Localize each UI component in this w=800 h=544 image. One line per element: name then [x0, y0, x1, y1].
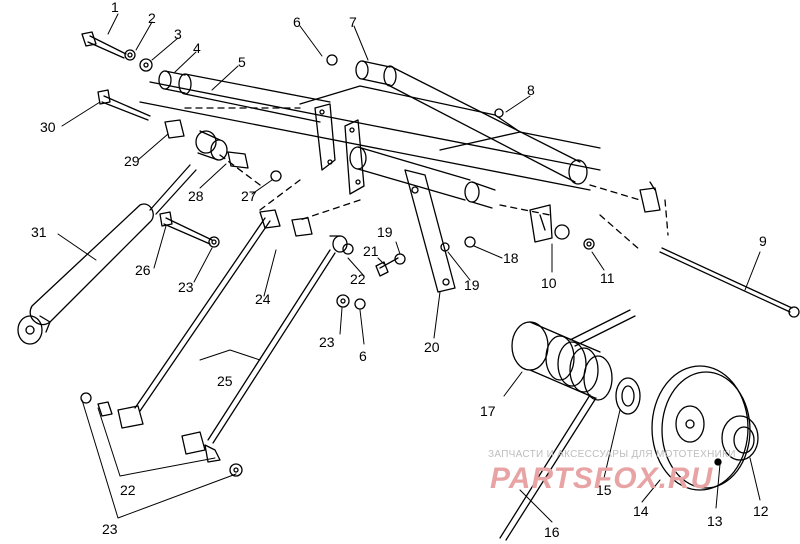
- hub-bearing: [714, 415, 759, 466]
- callout-30: 30: [40, 119, 56, 135]
- callout-4: 4: [193, 40, 201, 56]
- front-axle-tube: [158, 70, 331, 123]
- callout-24: 24: [255, 291, 271, 307]
- callout-7: 7: [349, 14, 357, 30]
- callout-22-lower: 22: [120, 482, 136, 498]
- long-bolt: [659, 247, 800, 318]
- hardware-fasteners: [80, 49, 595, 477]
- cross-tube: [349, 146, 496, 209]
- bolts: [81, 31, 399, 277]
- callout-3: 3: [174, 26, 182, 42]
- bushings: [164, 119, 249, 169]
- callout-11: 11: [600, 270, 615, 286]
- watermark-logo: PARTSFOX.RU: [490, 462, 714, 495]
- mounting-plate-right: [344, 119, 365, 195]
- callout-23-lower: 23: [102, 521, 118, 537]
- callout-17: 17: [480, 403, 496, 419]
- assembly-dashed-lines: [184, 107, 669, 251]
- callout-14: 14: [633, 503, 649, 519]
- spacer-washer: [615, 377, 641, 415]
- callout-23-upper: 23: [178, 279, 194, 295]
- end-bracket: [639, 181, 661, 213]
- callout-2: 2: [148, 10, 156, 26]
- callout-12: 12: [753, 503, 769, 519]
- callout-21: 21: [363, 243, 379, 259]
- callout-19-right: 19: [464, 277, 480, 293]
- spring-arm: [404, 169, 456, 293]
- rear-axle-tube: [355, 60, 588, 185]
- callout-8: 8: [527, 82, 535, 98]
- callout-25: 25: [217, 373, 233, 389]
- callout-15: 15: [596, 482, 612, 498]
- callout-19-left: 19: [377, 224, 393, 240]
- callout-10: 10: [541, 275, 557, 291]
- callout-29: 29: [124, 153, 140, 169]
- callout-13: 13: [707, 513, 723, 529]
- shock-absorber: [17, 164, 197, 345]
- callout-28: 28: [188, 188, 204, 204]
- link-rods: [97, 209, 348, 463]
- callout-23-mid: 23: [319, 334, 335, 350]
- callout-26: 26: [135, 262, 151, 278]
- leader-lines: [57, 13, 761, 523]
- callout-22-upper: 22: [350, 271, 366, 287]
- watermark-text: ЗАПЧАСТИ И АКСЕССУАРЫ ДЛЯ МОТОТЕХНИКИ: [488, 449, 736, 460]
- callout-20: 20: [424, 339, 440, 355]
- callout-27: 27: [241, 188, 257, 204]
- rail-crossbar: [139, 81, 601, 191]
- mounting-plate-left: [314, 103, 336, 171]
- callout-18: 18: [503, 250, 519, 266]
- pivot-plate: [529, 204, 553, 243]
- callout-9: 9: [759, 233, 767, 249]
- callout-16: 16: [544, 524, 560, 540]
- callout-6-lower: 6: [359, 348, 367, 364]
- torsion-spring: [499, 309, 636, 541]
- callout-6-top: 6: [293, 14, 301, 30]
- callout-31: 31: [31, 224, 47, 240]
- callout-1: 1: [111, 0, 119, 15]
- callout-5: 5: [238, 54, 246, 70]
